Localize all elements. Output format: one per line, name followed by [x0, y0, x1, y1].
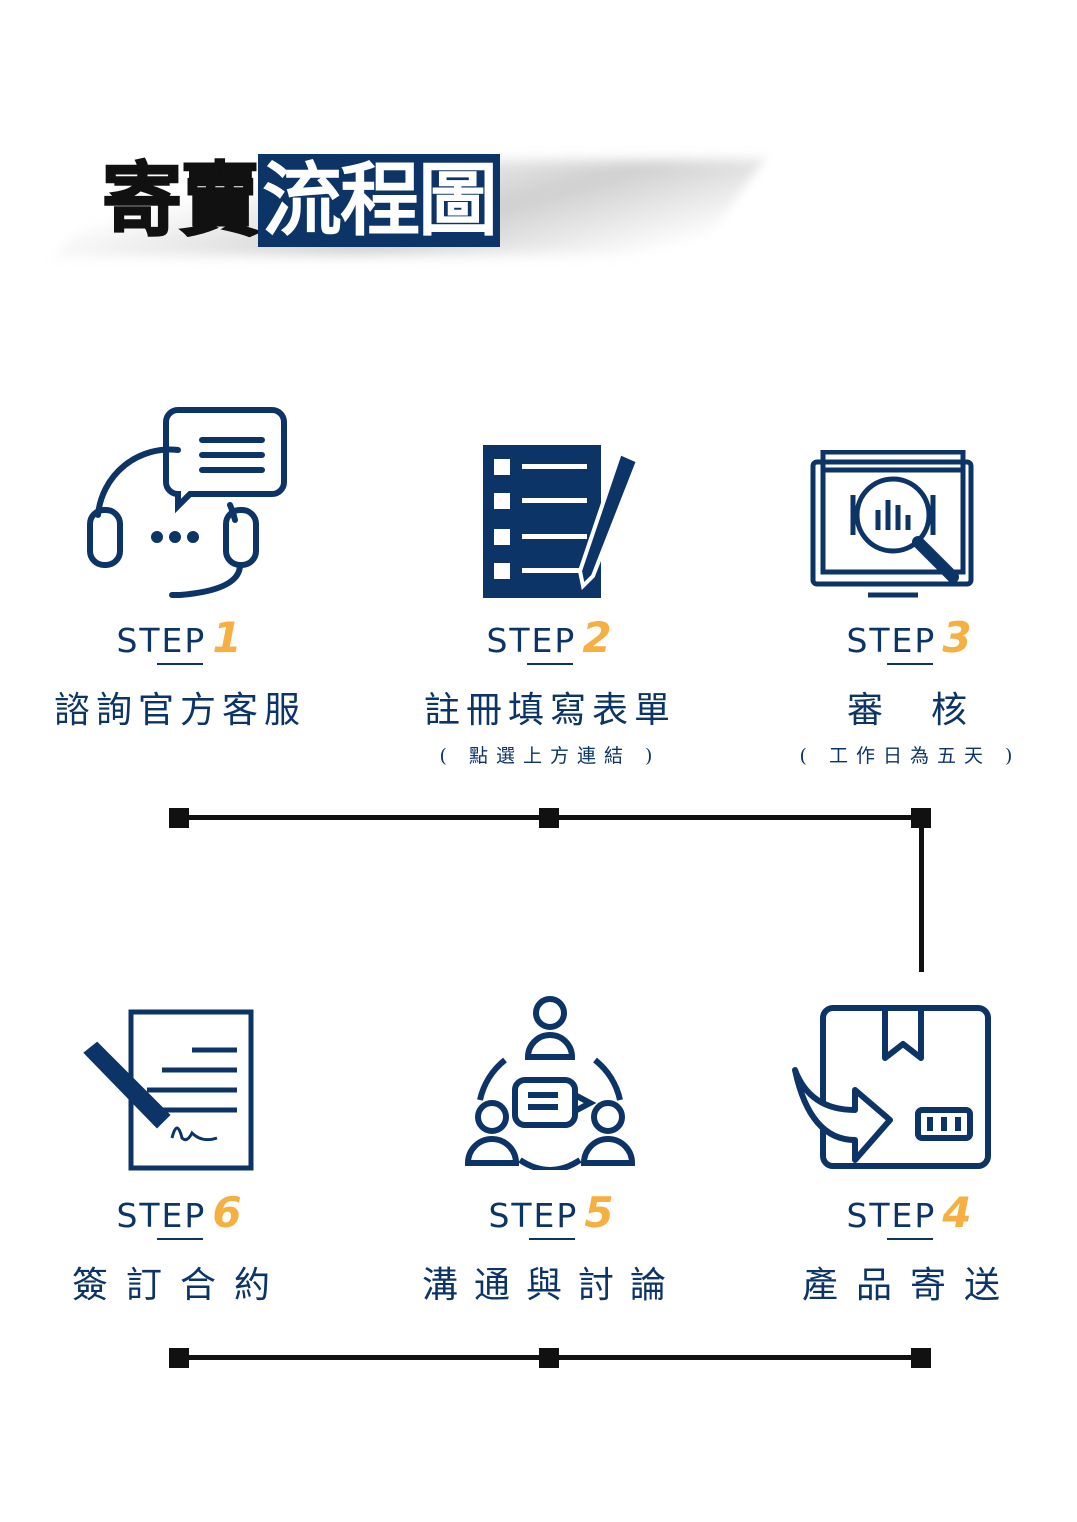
- divider: [157, 1238, 203, 1240]
- step-number: 3: [942, 613, 974, 662]
- step-name: 審 核: [846, 690, 973, 731]
- step-number: 5: [584, 1188, 616, 1237]
- step-name: 溝通與討論: [421, 1265, 682, 1306]
- package-arrow-icon: [792, 1005, 991, 1169]
- step-number: 4: [942, 1188, 974, 1237]
- timeline-node: [911, 808, 931, 828]
- step-name: 註冊填寫表單: [423, 690, 676, 731]
- step-label: STEP: [116, 621, 207, 660]
- step-number: 6: [212, 1188, 244, 1237]
- step-name: 諮詢官方客服: [53, 690, 306, 731]
- step-label: STEP: [116, 1196, 207, 1235]
- page-title: 寄賣流程圖: [56, 150, 764, 260]
- step-number: 2: [582, 613, 614, 662]
- step-label: STEP: [846, 1196, 937, 1235]
- team-discussion-icon: [464, 996, 636, 1170]
- timeline-connector: [919, 818, 924, 972]
- divider: [527, 663, 573, 665]
- timeline-node: [539, 1348, 559, 1368]
- timeline-node: [911, 1348, 931, 1368]
- timeline-node: [169, 1348, 189, 1368]
- headset-chat-icon: [87, 407, 287, 598]
- divider: [157, 663, 203, 665]
- step-label: STEP: [846, 621, 937, 660]
- step-name: 簽訂合約: [71, 1265, 288, 1306]
- step-name: 產品寄送: [801, 1265, 1018, 1306]
- step-label: STEP: [488, 1196, 579, 1235]
- divider: [887, 1238, 933, 1240]
- timeline-node: [539, 808, 559, 828]
- contract-sign-icon: [83, 1009, 254, 1171]
- monitor-magnifier-icon: [810, 450, 974, 598]
- step-note: ( 工作日為五天 ): [799, 745, 1021, 767]
- divider: [887, 663, 933, 665]
- checklist-pen-icon: [483, 445, 641, 598]
- divider: [529, 1238, 575, 1240]
- title-part-2: 流程圖: [258, 154, 500, 247]
- timeline-node: [169, 808, 189, 828]
- step-label: STEP: [486, 621, 577, 660]
- title-part-1: 寄賣: [101, 154, 261, 247]
- step-number: 1: [212, 613, 244, 662]
- step-note: ( 點選上方連結 ): [439, 745, 661, 767]
